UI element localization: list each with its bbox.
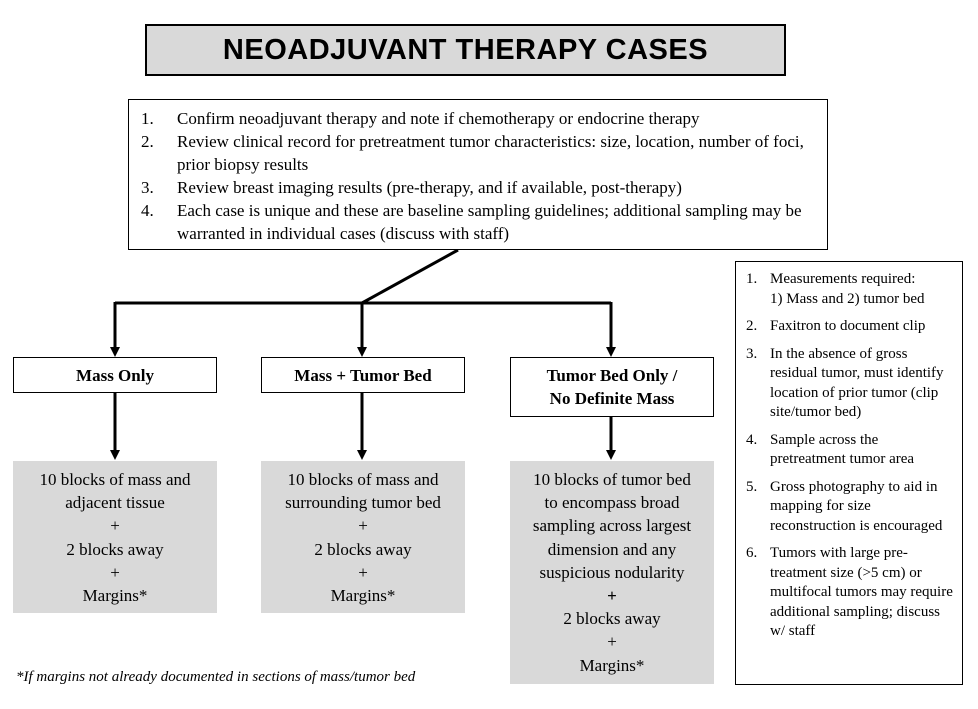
step-item: 1. Confirm neoadjuvant therapy and note … [141,107,817,130]
sampling-plus: + [607,586,617,606]
note-item: 5. Gross photography to aid in mapping f… [746,478,956,537]
page-title: NEOADJUVANT THERAPY CASES [222,33,709,66]
sampling-line: 2 blocks away [563,609,661,629]
note-number: 1. [746,271,758,287]
sampling-mass-only: 10 blocks of mass and adjacent tissue + … [13,461,217,613]
step-number: 2. [141,132,154,151]
notes-box: 1. Measurements required: 1) Mass and 2)… [735,261,963,685]
note-text: Faxitron to document clip [770,318,926,334]
sampling-line: Margins* [82,586,148,606]
sampling-line: 10 blocks of mass and [39,470,191,489]
sampling-plus: + [110,516,120,536]
category-label: Mass + Tumor Bed [294,365,432,385]
sampling-line: to encompass broad [544,493,680,513]
sampling-plus: + [358,562,368,582]
note-text-line: 1) Mass and 2) tumor bed [770,290,925,307]
note-item: 3. In the absence of gross residual tumo… [746,345,956,423]
step-text: Confirm neoadjuvant therapy and note if … [177,109,700,128]
step-item: 3. Review breast imaging results (pre-th… [141,176,817,199]
note-number: 3. [746,345,758,362]
step-text: Each case is unique and these are baseli… [177,201,802,243]
note-item: 6. Tumors with large pre-treatment size … [746,544,956,642]
footnote: *If margins not already documented in se… [16,669,416,685]
step-number: 3. [141,178,154,197]
initial-steps-box: 1. Confirm neoadjuvant therapy and note … [128,99,828,250]
note-item: 1. Measurements required: 1) Mass and 2)… [746,270,956,309]
note-number: 2. [746,318,758,334]
step-text: Review clinical record for pretreatment … [177,132,804,174]
category-label: Mass Only [76,365,154,385]
note-number: 4. [746,431,758,448]
sampling-plus: + [110,562,120,582]
note-text: Measurements required: 1) Mass and 2) tu… [770,270,956,309]
step-item: 2. Review clinical record for pretreatme… [141,130,817,176]
sampling-line: 10 blocks of tumor bed [533,470,691,489]
sampling-tumor-bed-only: 10 blocks of tumor bed to encompass broa… [510,461,714,684]
sampling-line: surrounding tumor bed [285,493,441,513]
sampling-line: adjacent tissue [65,493,165,513]
sampling-line: suspicious nodularity [539,562,685,582]
step-number: 1. [141,109,154,128]
category-label-line1: Tumor Bed Only / [546,366,678,385]
note-number: 6. [746,545,758,561]
sampling-line: Margins* [579,655,645,675]
notes-list: 1. Measurements required: 1) Mass and 2)… [746,270,956,642]
sampling-line: 2 blocks away [66,539,164,559]
category-label-line2: No Definite Mass [549,389,675,408]
initial-steps-list: 1. Confirm neoadjuvant therapy and note … [141,107,817,245]
sampling-line: 2 blocks away [314,539,412,559]
sampling-plus: + [607,632,617,652]
connector-diagonal [361,248,459,305]
note-text: Sample across the pretreatment tumor are… [770,431,915,468]
note-number: 5. [746,478,758,495]
note-item: 4. Sample across the pretreatment tumor … [746,431,956,470]
note-item: 2. Faxitron to document clip [746,317,956,337]
title-box: NEOADJUVANT THERAPY CASES [145,24,786,76]
sampling-line: dimension and any [547,539,677,559]
note-text: In the absence of gross residual tumor, … [770,345,944,421]
category-mass-tumor-bed: Mass + Tumor Bed [261,357,465,393]
sampling-mass-tumor-bed: 10 blocks of mass and surrounding tumor … [261,461,465,613]
note-text-line: Measurements required: [770,271,916,287]
sampling-line: sampling across largest [532,516,692,536]
step-number: 4. [141,201,154,220]
sampling-plus: + [358,516,368,536]
step-text: Review breast imaging results (pre-thera… [177,178,682,197]
note-text: Gross photography to aid in mapping for … [770,478,943,534]
note-text: Tumors with large pre-treatment size (>5… [770,545,953,639]
sampling-line: Margins* [330,586,396,606]
sampling-line: 10 blocks of mass and [287,470,439,489]
step-item: 4. Each case is unique and these are bas… [141,199,817,245]
category-tumor-bed-only: Tumor Bed Only / No Definite Mass [510,357,714,417]
category-mass-only: Mass Only [13,357,217,393]
